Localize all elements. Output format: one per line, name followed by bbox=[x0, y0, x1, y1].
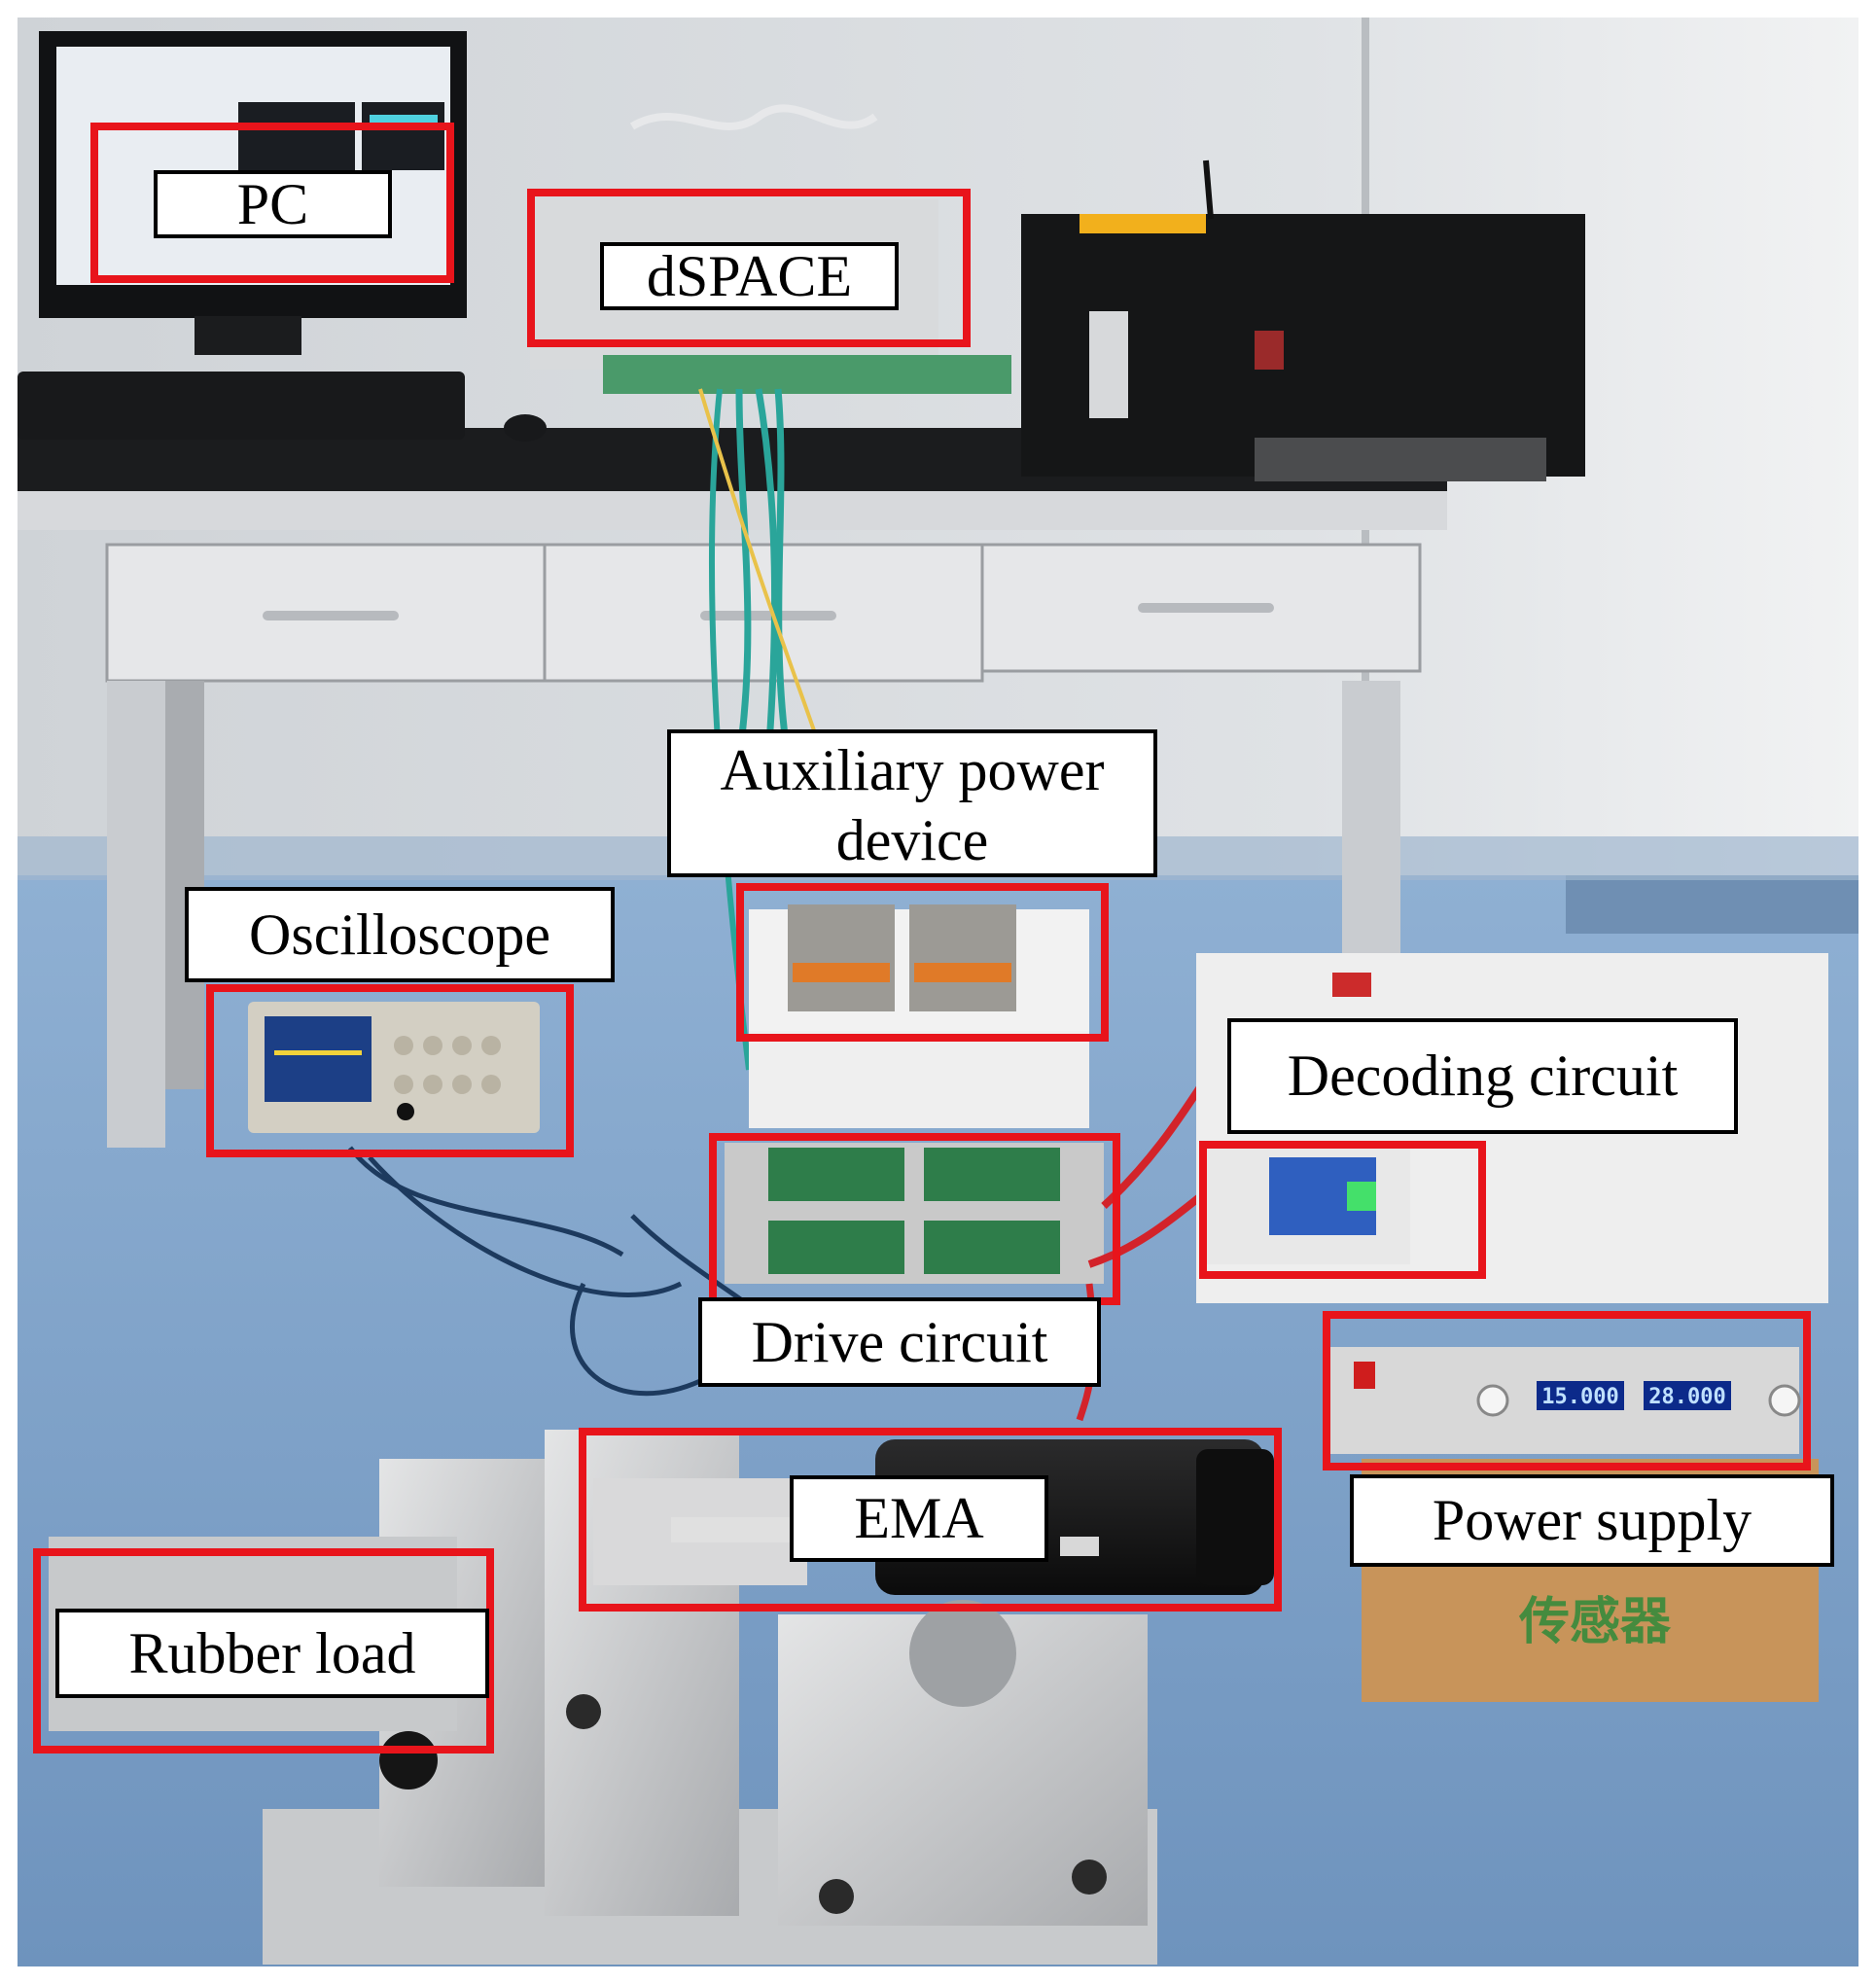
decoding-circuit-highlight-box bbox=[1199, 1141, 1486, 1279]
power-supply-label: Power supply bbox=[1350, 1474, 1834, 1567]
decoding-circuit-label: Decoding circuit bbox=[1227, 1018, 1738, 1134]
readout-current: 28.000 bbox=[1648, 1385, 1725, 1409]
pc-label: PC bbox=[154, 170, 392, 238]
pc-highlight-box bbox=[90, 123, 454, 283]
pc-monitor bbox=[18, 31, 547, 442]
dspace-highlight-box bbox=[527, 189, 971, 347]
auxiliary-power-device bbox=[749, 904, 1089, 1128]
oscilloscope bbox=[248, 1002, 540, 1133]
auxiliary-power-highlight-box bbox=[736, 883, 1109, 1042]
rack-pc bbox=[1021, 159, 1585, 481]
ema-label: EMA bbox=[790, 1475, 1048, 1562]
auxiliary-power-device-label: Auxiliary power device bbox=[667, 729, 1157, 877]
power-supply-highlight-box bbox=[1323, 1311, 1811, 1470]
dspace-label: dSPACE bbox=[600, 242, 899, 310]
drive-circuit-label: Drive circuit bbox=[698, 1297, 1101, 1387]
rubber-load-highlight-box bbox=[33, 1548, 494, 1754]
oscilloscope-label: Oscilloscope bbox=[185, 887, 615, 982]
auxiliary-power-device-label-line2: device bbox=[835, 808, 989, 872]
ema-highlight-box bbox=[579, 1428, 1282, 1612]
readout-voltage: 15.000 bbox=[1541, 1385, 1618, 1409]
auxiliary-power-device-label-line1: Auxiliary power bbox=[720, 738, 1105, 802]
carton-text: 传感器 bbox=[1518, 1593, 1672, 1651]
oscilloscope-highlight-box bbox=[206, 984, 574, 1157]
rubber-load-label: Rubber load bbox=[55, 1609, 489, 1698]
